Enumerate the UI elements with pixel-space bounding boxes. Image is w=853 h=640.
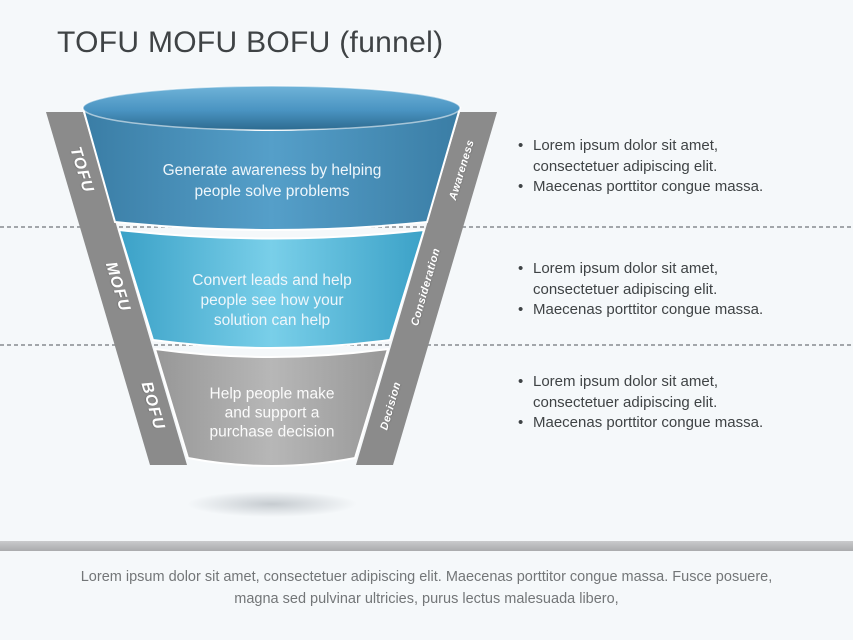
bullet-item: Maecenas porttitor congue massa. (516, 300, 774, 321)
bullet-list-decision: Lorem ipsum dolor sit amet, consectetuer… (516, 372, 774, 434)
bullet-list-consideration: Lorem ipsum dolor sit amet, consectetuer… (516, 259, 774, 321)
right-stage-band (356, 112, 497, 465)
footer-text: Lorem ipsum dolor sit amet, consectetuer… (80, 569, 773, 607)
bullet-list-awareness: Lorem ipsum dolor sit amet, consectetuer… (516, 136, 774, 198)
bullet-item: Maecenas porttitor congue massa. (516, 177, 774, 198)
bullet-item: Maecenas porttitor congue massa. (516, 413, 774, 434)
funnel-top-opening (82, 85, 461, 131)
bullet-item: Lorem ipsum dolor sit amet, consectetuer… (516, 372, 774, 413)
left-stage-band (46, 112, 187, 465)
funnel-stage-mofu-shape (117, 228, 426, 349)
stage-description-bofu: Help people make and support a purchase … (209, 385, 335, 441)
bullet-item: Lorem ipsum dolor sit amet, consectetuer… (516, 136, 774, 177)
stage-description-mofu: Convert leads and help people see how yo… (192, 272, 352, 329)
stage-description-tofu: Generate awareness by helping people sol… (162, 162, 382, 200)
footer-divider-bar (0, 541, 853, 551)
bullet-item: Lorem ipsum dolor sit amet, consectetuer… (516, 259, 774, 300)
funnel-shadow (187, 491, 357, 517)
funnel-stage-bofu-shape (153, 347, 390, 467)
page-title: TOFU MOFU BOFU (funnel) (57, 26, 444, 59)
